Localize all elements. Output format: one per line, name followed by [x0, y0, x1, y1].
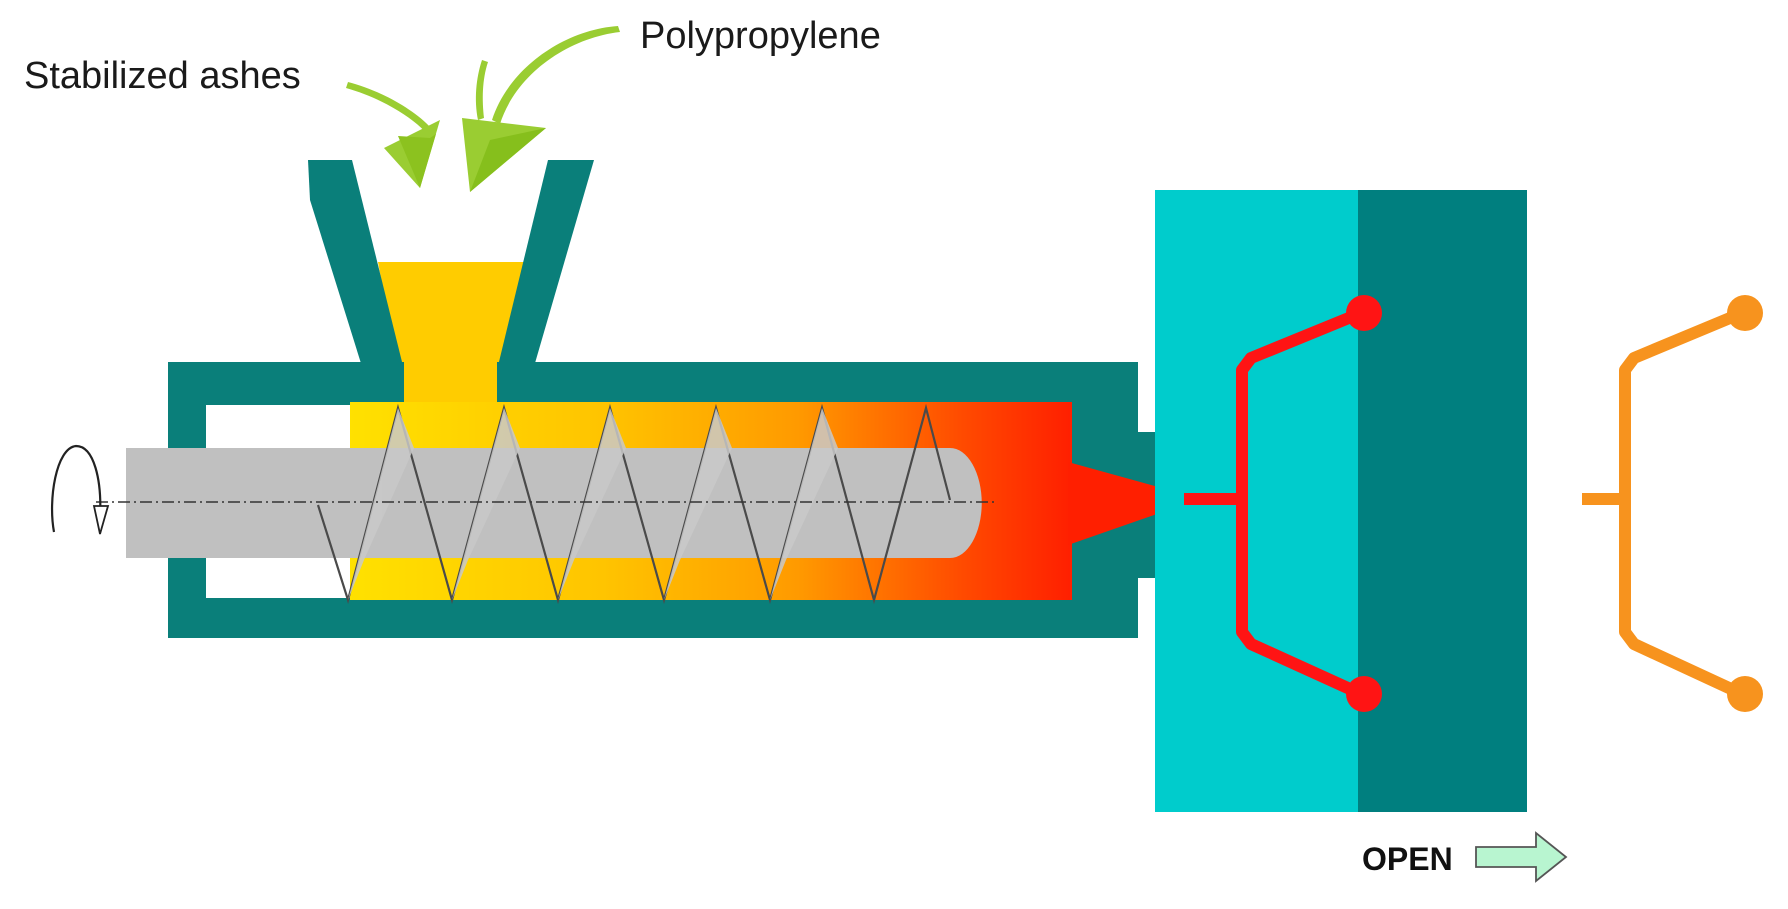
screw-flight-faces — [348, 408, 838, 600]
ejected-part — [1582, 307, 1745, 700]
screw-shaft — [126, 448, 982, 558]
ejected-part-knob-bottom — [1727, 676, 1763, 712]
nozzle-melt — [1068, 462, 1180, 545]
hopper-right-wall — [497, 160, 594, 405]
rotation-arrow-icon — [51, 444, 110, 535]
ejected-part-knob-top — [1727, 295, 1763, 331]
molded-part-knob-top — [1346, 295, 1382, 331]
barrel — [168, 362, 1138, 638]
molded-part-knob-bottom — [1346, 676, 1382, 712]
label-polypropylene: Polypropylene — [640, 15, 881, 57]
label-stabilized-ashes: Stabilized ashes — [24, 55, 301, 97]
hopper-material — [378, 262, 524, 405]
feed-arrow-icon — [462, 26, 620, 192]
hopper-left-wall — [308, 160, 404, 405]
molded-part — [1184, 307, 1364, 700]
label-open: OPEN — [1362, 841, 1453, 877]
open-arrow-icon — [1475, 831, 1568, 883]
mold-moving-half — [1358, 190, 1527, 812]
feed-arrow-icon — [346, 82, 440, 188]
